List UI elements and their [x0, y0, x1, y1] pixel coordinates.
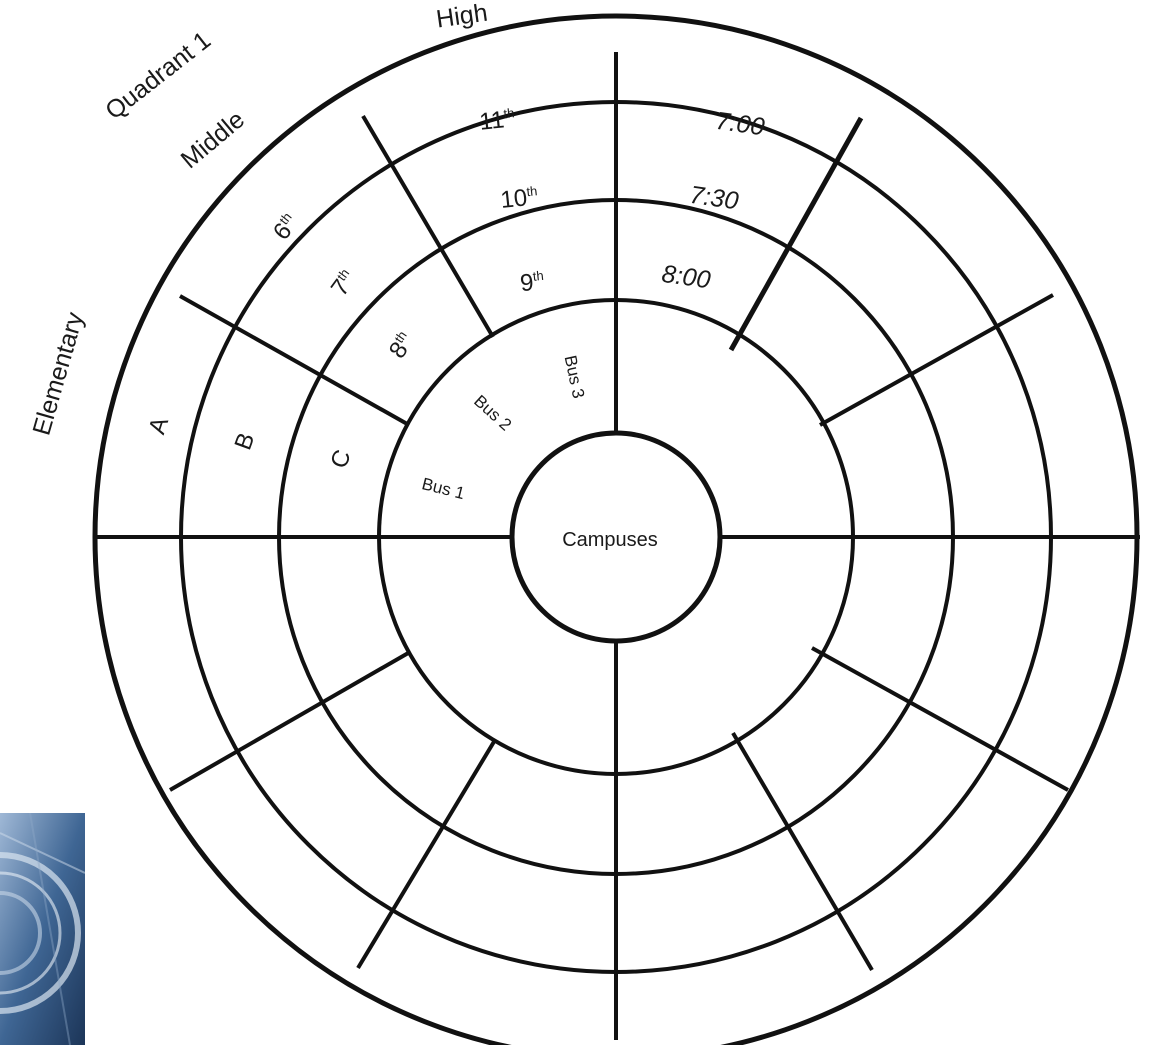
bus-2: Bus 2	[470, 391, 515, 434]
divider-lr-2	[731, 731, 874, 972]
bus-3: Bus 3	[561, 354, 589, 400]
grade-8: 8th	[384, 328, 420, 363]
letter-c: C	[325, 446, 357, 472]
letter-b: B	[230, 429, 261, 453]
grade-7: 7th	[326, 266, 362, 301]
time-8-00: 8:00	[660, 260, 712, 295]
letter-a: A	[144, 414, 175, 438]
grade-11: 11th	[478, 105, 516, 136]
photo-svg	[0, 813, 85, 1045]
middle-label: Middle	[176, 105, 250, 174]
divider-ur-1	[728, 116, 864, 352]
divider-ul-high	[361, 114, 495, 339]
grade-10: 10th	[499, 183, 539, 214]
divider-lr-1	[811, 646, 1069, 792]
divider-ur-2	[819, 293, 1054, 427]
divider-ll-2	[356, 738, 497, 970]
grade-9: 9th	[519, 268, 546, 297]
divider-ll-1	[169, 650, 411, 792]
time-7-30: 7:30	[688, 181, 740, 216]
elementary-label: Elementary	[27, 309, 89, 439]
quadrant-label: Quadrant 1	[100, 26, 216, 125]
center-label: Campuses	[562, 529, 658, 551]
high-label: High	[434, 0, 489, 34]
bus-1: Bus 1	[420, 474, 467, 503]
decorative-photo	[0, 813, 85, 1045]
time-7-00: 7:00	[714, 107, 766, 142]
divider-ul-elementary	[179, 294, 410, 427]
